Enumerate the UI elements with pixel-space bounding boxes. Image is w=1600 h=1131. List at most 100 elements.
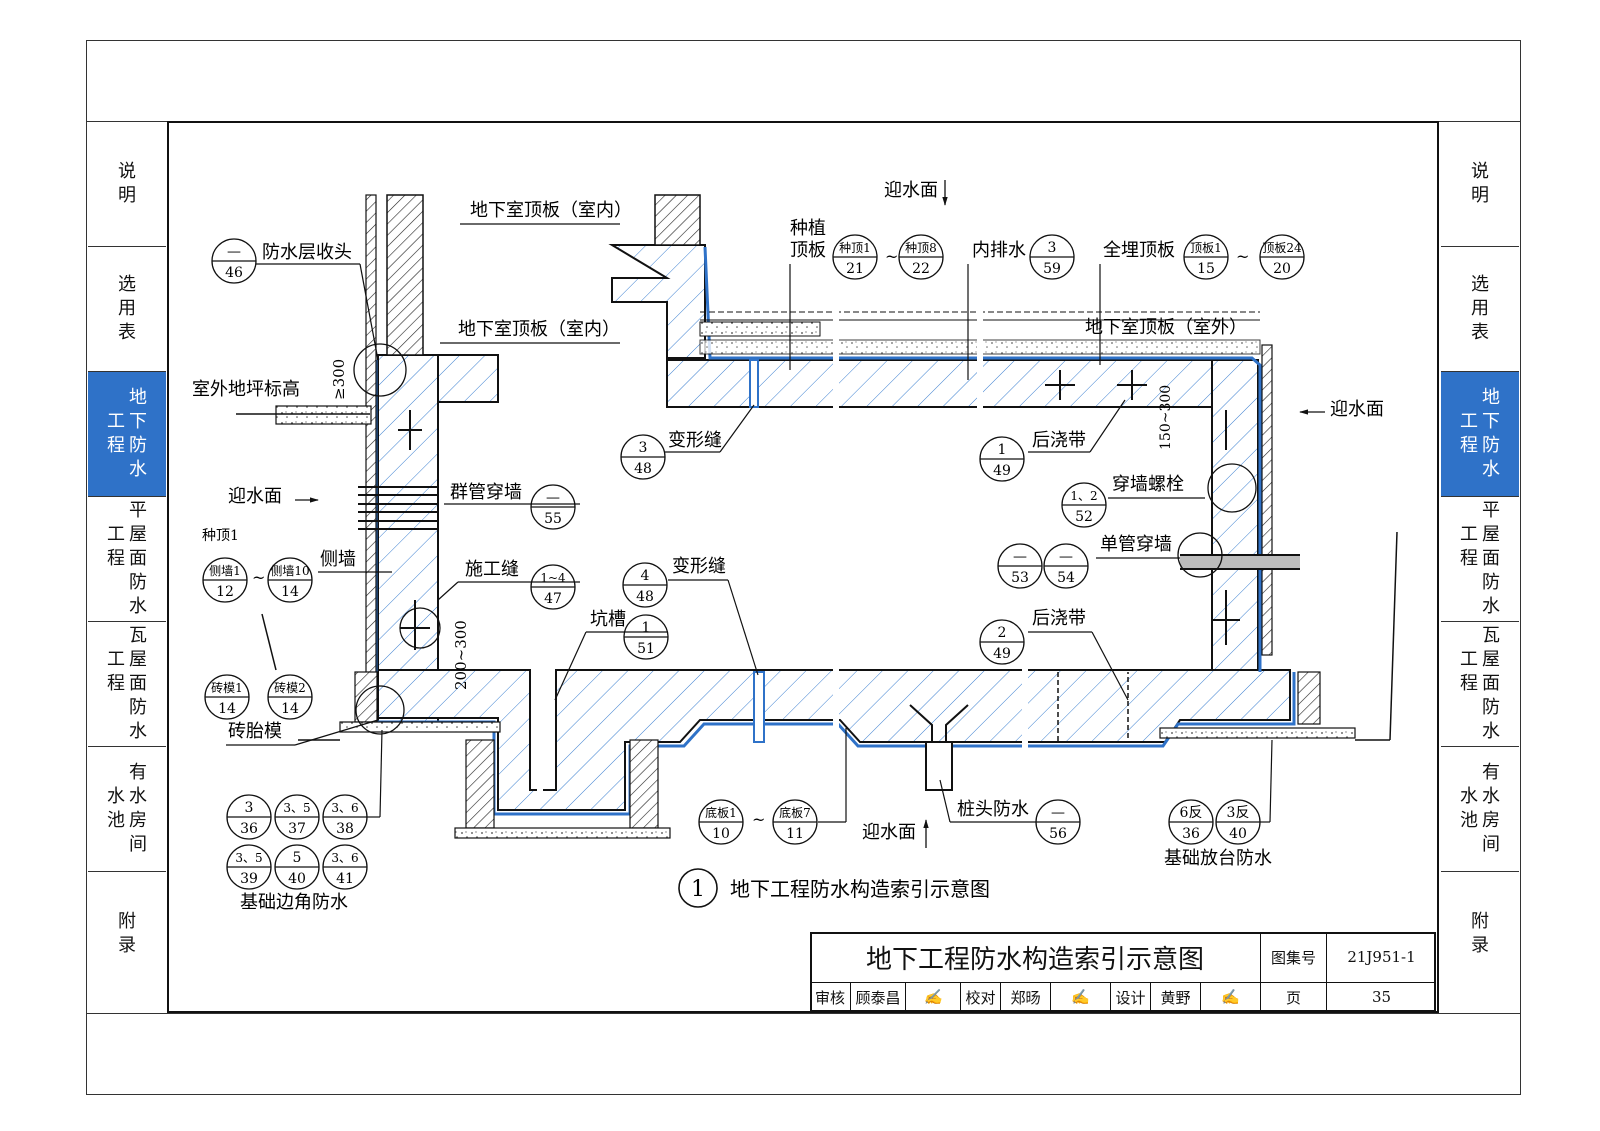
sidebar-tab-4[interactable]: 工程平屋面防水 xyxy=(107,499,147,617)
ref-bottom: 47 xyxy=(544,591,562,607)
label-tilde: ~ xyxy=(1236,247,1249,266)
ref-top: 底板7 xyxy=(779,805,811,820)
group-pipes xyxy=(358,486,438,530)
label-roof-indoor-top: 地下室顶板（室内） xyxy=(470,200,632,221)
ref-bubble-r48b[interactable]: 448 xyxy=(622,562,668,608)
sidebar-tab-6[interactable]: 水池有水房间 xyxy=(1460,761,1500,855)
ref-bottom: 46 xyxy=(225,265,243,281)
ref-top: 3、5 xyxy=(235,851,262,865)
ref-bottom: 36 xyxy=(1182,826,1200,842)
outdoor-paving xyxy=(275,405,372,425)
ref-bottom: 59 xyxy=(1043,261,1061,277)
sidebar-tab-6[interactable]: 水池有水房间 xyxy=(107,761,147,855)
ref-bubble-r59[interactable]: 359 xyxy=(1029,234,1075,280)
leader-line xyxy=(294,719,379,746)
sidebar-tab-5[interactable]: 工程瓦屋面防水 xyxy=(1460,624,1500,742)
deform-joint-roof xyxy=(749,359,759,408)
ref-bubble-r46[interactable]: —46 xyxy=(211,238,257,284)
ref-bubble-r47[interactable]: 1~447 xyxy=(530,564,576,610)
label-roof-indoor-left: 地下室顶板（室内） xyxy=(458,319,620,340)
leader-line xyxy=(359,263,379,361)
leader-line xyxy=(1269,739,1273,823)
sidebar-tab-7[interactable]: 附录 xyxy=(1471,910,1489,956)
ref-bottom: 49 xyxy=(993,463,1011,479)
ref-bottom: 54 xyxy=(1057,570,1075,586)
reviewer-signature: ✍ xyxy=(905,982,960,1012)
waterstops xyxy=(398,370,1240,650)
label-deform-joint-bottom: 变形缝 xyxy=(672,556,726,577)
ref-bottom: 52 xyxy=(1075,509,1093,525)
ref-bubble-r39[interactable]: 3、539 xyxy=(226,844,272,890)
atlas-label: 图集号 xyxy=(1260,932,1326,982)
ref-bottom: 39 xyxy=(240,871,258,887)
ref-bottom: 37 xyxy=(288,821,306,837)
check-label: 校对 xyxy=(960,982,1000,1012)
ref-bottom: 11 xyxy=(786,826,804,842)
ref-bubble-r52[interactable]: 1、252 xyxy=(1061,482,1107,528)
reviewer-name: 顾泰昌 xyxy=(850,982,905,1012)
ref-bubble-r53[interactable]: —53 xyxy=(997,543,1043,589)
ref-bubble-r38[interactable]: 3、638 xyxy=(322,794,368,840)
drawing-frame xyxy=(167,121,1439,1013)
sidebar-tab-3[interactable]: 工程地下防水 xyxy=(1441,371,1519,496)
ref-bubble-r37[interactable]: 3、537 xyxy=(274,794,320,840)
label-foundation-platform: 基础放台防水 xyxy=(1164,848,1272,869)
leader-line xyxy=(939,779,951,823)
ref-bubble-r48a[interactable]: 348 xyxy=(620,434,666,480)
sidebar-tab-4[interactable]: 工程平屋面防水 xyxy=(1460,499,1500,617)
sidebar-tab-5[interactable]: 工程瓦屋面防水 xyxy=(107,624,147,742)
ref-bottom: 12 xyxy=(216,584,234,600)
ref-top: 3、6 xyxy=(331,851,358,865)
label-group-pipe: 群管穿墙 xyxy=(450,482,522,503)
ref-bubble-r40[interactable]: 540 xyxy=(274,844,320,890)
ref-top: 1、2 xyxy=(1070,489,1097,503)
sidebar-tab-2[interactable]: 选用表 xyxy=(1471,273,1489,343)
ref-bubble-r55[interactable]: —55 xyxy=(530,484,576,530)
sidebar-tab-3[interactable]: 工程地下防水 xyxy=(88,371,166,496)
sidebar-tab-2[interactable]: 选用表 xyxy=(118,273,136,343)
sidebar-tab-7[interactable]: 附录 xyxy=(118,910,136,956)
upper-retaining xyxy=(654,194,701,246)
ref-bottom: 14 xyxy=(218,701,236,717)
pile xyxy=(925,741,953,791)
left-wall xyxy=(377,354,439,724)
ref-bubble-r36[interactable]: 336 xyxy=(226,794,272,840)
ref-bubble-r41[interactable]: 3、641 xyxy=(322,844,368,890)
sidebar-tab-1[interactable]: 说明 xyxy=(118,160,136,206)
ref-bottom: 38 xyxy=(336,821,354,837)
sidebar-tab-1[interactable]: 说明 xyxy=(1471,160,1489,206)
title-block-title: 地下工程防水构造索引示意图 xyxy=(865,944,1204,975)
leader-line xyxy=(727,579,759,676)
ref-top: 1 xyxy=(642,620,651,636)
ref-bottom: 56 xyxy=(1049,826,1067,842)
right-base-brick xyxy=(1297,671,1321,725)
ref-top: 3 xyxy=(245,800,254,816)
ref-bubble-r56[interactable]: —56 xyxy=(1035,799,1081,845)
ref-bottom: 49 xyxy=(993,646,1011,662)
designer-name: 黄野 xyxy=(1150,982,1200,1012)
label-tilde: ~ xyxy=(752,810,765,829)
ref-bubble-r54[interactable]: —54 xyxy=(1043,543,1089,589)
label-dim-200: 200~300 xyxy=(452,620,470,690)
ref-bubble-r49a[interactable]: 149 xyxy=(979,436,1025,482)
ref-bottom: 36 xyxy=(240,821,258,837)
ref-bubble-r51[interactable]: 151 xyxy=(623,614,669,660)
ref-bubble-r49b[interactable]: 249 xyxy=(979,619,1025,665)
ref-bottom: 40 xyxy=(288,871,306,887)
label-tilde: ~ xyxy=(885,247,898,266)
base-cushion-right xyxy=(1159,727,1356,739)
ref-top: 顶板24 xyxy=(1262,241,1302,255)
